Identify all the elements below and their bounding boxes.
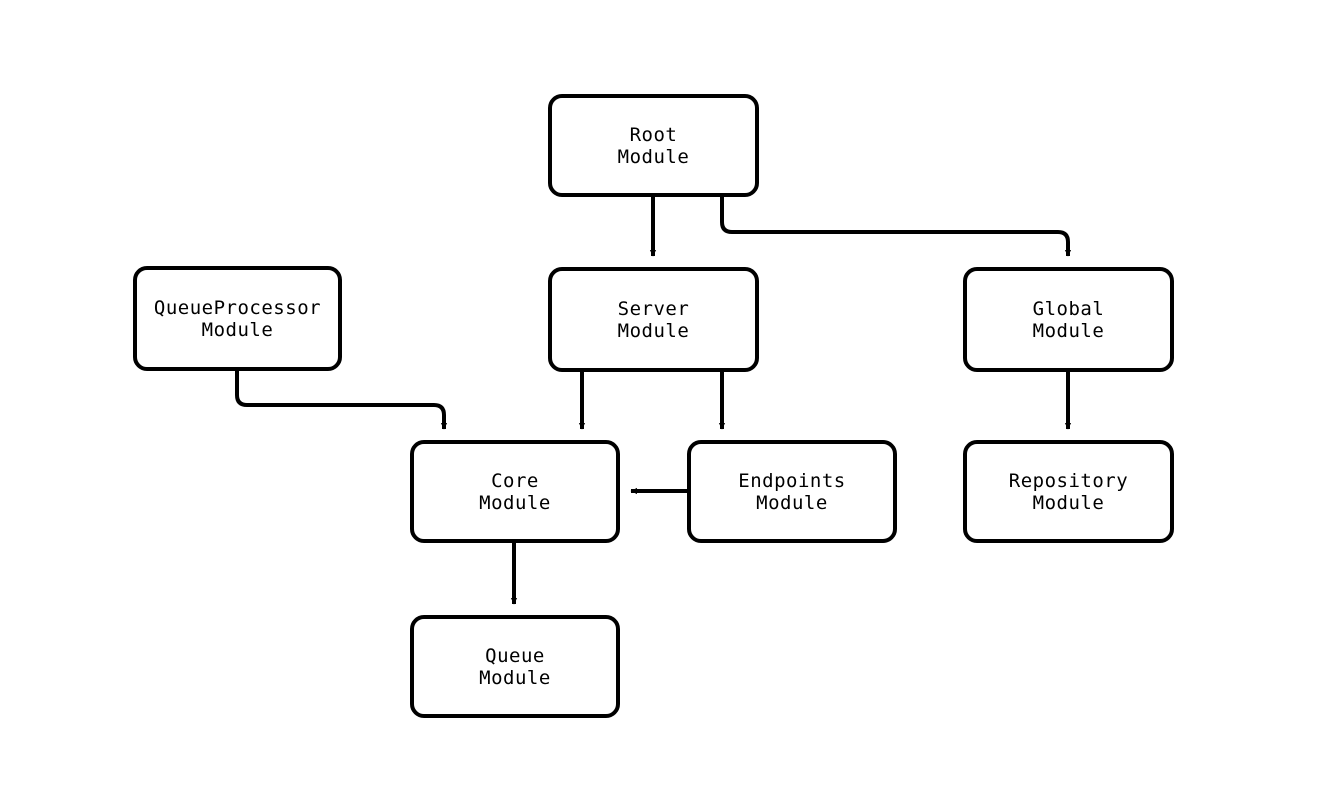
node-queueprocessor-module[interactable]: QueueProcessor Module [133,266,342,371]
node-root-module[interactable]: Root Module [548,94,759,197]
node-queue-module-label: Queue Module [479,644,551,689]
node-repository-module-label: Repository Module [1008,469,1129,514]
node-queue-module[interactable]: Queue Module [410,615,620,718]
node-core-module-label: Core Module [479,469,551,514]
node-core-module[interactable]: Core Module [410,440,620,543]
node-server-module-label: Server Module [617,297,690,342]
node-endpoints-module[interactable]: Endpoints Module [687,440,897,543]
edge-root-to-global [720,197,1072,257]
node-server-module[interactable]: Server Module [548,267,759,372]
node-repository-module[interactable]: Repository Module [963,440,1174,543]
edge-queueprocessor-to-core [235,371,448,430]
node-queueprocessor-module-label: QueueProcessor Module [153,296,322,341]
node-root-module-label: Root Module [617,123,690,168]
node-global-module-label: Global Module [1032,297,1105,342]
node-global-module[interactable]: Global Module [963,267,1174,372]
node-endpoints-module-label: Endpoints Module [738,469,846,514]
